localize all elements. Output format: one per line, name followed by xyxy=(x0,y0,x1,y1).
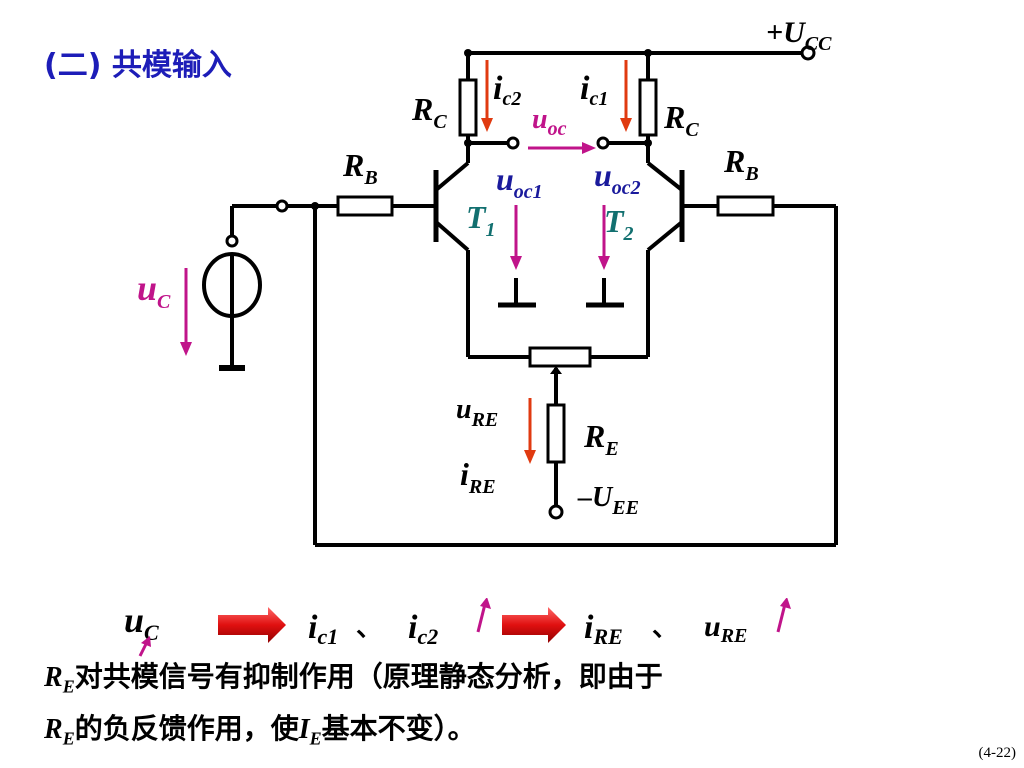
eq-ic2: ic2 xyxy=(408,609,438,649)
vcc-terminal xyxy=(800,45,816,61)
t2-label: T2 xyxy=(604,203,634,245)
uoc-right-terminal xyxy=(596,136,610,150)
uoc2-arrow-icon xyxy=(598,256,610,270)
ie-symbol-sub: E xyxy=(309,728,322,749)
emitter-potentiometer xyxy=(528,346,592,368)
ac-source-icon xyxy=(202,252,262,318)
rc-right-resistor xyxy=(638,78,658,137)
circuit-wires xyxy=(219,51,838,547)
uoc2-label: uoc2 xyxy=(594,157,641,199)
implies-arrow-icon-1 xyxy=(218,607,286,643)
ic2-arrow-icon xyxy=(481,118,493,132)
re-symbol-2: R xyxy=(44,713,63,745)
eq-sep-1: 、 xyxy=(356,613,382,643)
ire-label: iRE xyxy=(460,456,496,498)
rb-right-label: RB xyxy=(723,143,759,185)
uc-arrow-icon xyxy=(180,342,192,356)
uc-increase-arrow-icon xyxy=(138,636,151,657)
explanation-line-2: RE的负反馈作用，使IE基本不变）。 xyxy=(44,708,1004,760)
terminals xyxy=(225,45,816,520)
input-terminal xyxy=(275,199,289,213)
uoc-left-terminal xyxy=(506,136,520,150)
eq-uc: uC xyxy=(124,600,159,645)
junction-dots xyxy=(311,49,652,210)
uc-label: uC xyxy=(137,268,171,313)
pot-wiper-icon xyxy=(550,366,562,374)
re-symbol-2-sub: E xyxy=(62,728,75,749)
ic1-arrow-icon xyxy=(620,118,632,132)
increase-arrow-icon-1 xyxy=(476,598,491,633)
ure-label: uRE xyxy=(456,394,498,431)
vcc-label: +UCC xyxy=(766,16,832,55)
rb-left-label: RB xyxy=(342,147,378,189)
explanation-line-1: RE对共模信号有抑制作用（原理静态分析，即由于 xyxy=(44,656,1004,708)
rc-right-label: RC xyxy=(663,99,699,141)
explanation-line-1-text: 对共模信号有抑制作用（原理静态分析，即由于 xyxy=(74,660,663,693)
increase-arrow-icon-2 xyxy=(776,598,791,633)
ic1-label: ic1 xyxy=(580,70,608,110)
explanation-line-2-end: 基本不变）。 xyxy=(321,711,476,745)
implies-arrow-icon-2 xyxy=(502,607,566,643)
eq-ure: uRE xyxy=(704,610,747,647)
vee-terminal xyxy=(548,504,564,520)
resistors xyxy=(336,78,775,464)
page-number: (4-22) xyxy=(978,745,1017,761)
uoc1-arrow-icon xyxy=(510,256,522,270)
re-resistor xyxy=(546,403,566,464)
re-symbol-sub: E xyxy=(62,676,75,697)
ic2-label: ic2 xyxy=(493,70,521,110)
uoc-label: uoc xyxy=(532,104,567,140)
rb-right-resistor xyxy=(716,195,775,217)
rc-left-resistor xyxy=(458,78,478,137)
ire-arrow-icon xyxy=(524,450,536,464)
uoc-arrow-icon xyxy=(582,142,596,154)
current-arrows xyxy=(481,60,632,464)
ie-symbol: I xyxy=(298,713,310,745)
explanation-line-2-text: 的负反馈作用，使 xyxy=(74,711,299,745)
t1-label: T1 xyxy=(466,199,496,241)
explanation-text: RE对共模信号有抑制作用（原理静态分析，即由于 RE的负反馈作用，使IE基本不变… xyxy=(44,656,1004,759)
re-label: RE xyxy=(583,418,619,460)
uoc1-label: uoc1 xyxy=(496,161,543,203)
rc-left-label: RC xyxy=(411,91,447,133)
source-terminal xyxy=(225,234,239,248)
eq-ire: iRE xyxy=(584,609,623,649)
rb-left-resistor xyxy=(336,195,394,217)
vee-label: –UEE xyxy=(577,482,639,519)
voltage-arrows xyxy=(180,142,610,356)
re-symbol: R xyxy=(44,662,63,693)
eq-ic1: ic1 xyxy=(308,609,338,649)
causal-chain: uC ic1 、 ic2 iRE 、 uRE xyxy=(124,598,791,657)
slide-title: (二) 共模输入 xyxy=(44,48,232,83)
eq-sep-2: 、 xyxy=(652,613,678,643)
